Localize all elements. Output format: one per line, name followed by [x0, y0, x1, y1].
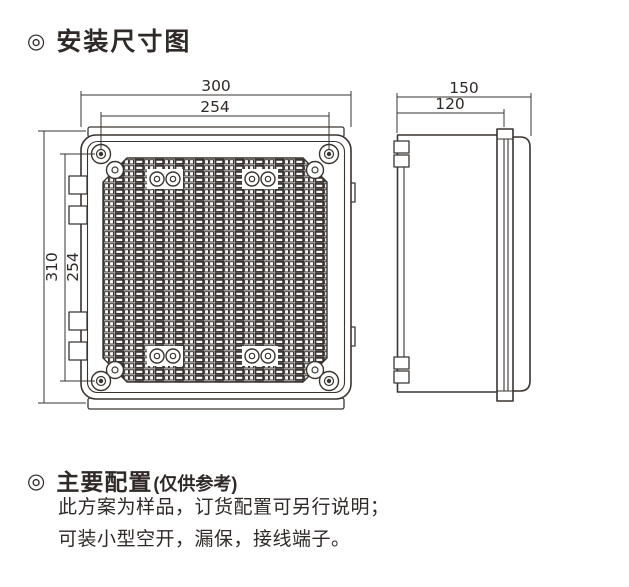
title-section: ◎ 安装尺寸图 [27, 22, 191, 58]
dim-mount-hole-width: 254 [200, 98, 230, 116]
page-title: 安装尺寸图 [56, 28, 192, 56]
front-hinge-clip [68, 311, 88, 331]
front-hinge-clip [68, 175, 88, 195]
side-dimensions: 150 120 [396, 79, 532, 136]
side-body-outline [396, 134, 505, 393]
plate-corner-holes [105, 160, 325, 380]
side-door-cover [513, 136, 531, 392]
side-hinge-block [393, 154, 410, 168]
dim-outer-width: 300 [201, 77, 231, 95]
front-dimensions: 300 254 310 254 [38, 77, 352, 404]
plate-hole-pairs [149, 171, 276, 364]
section-bullet-icon: ◎ [27, 469, 46, 493]
section-bullet-icon: ◎ [27, 29, 46, 53]
config-section-heading: ◎ 主要配置 (仅供参考) [27, 463, 237, 497]
side-hinge-block [393, 370, 410, 384]
corner-mounting-screws [90, 143, 340, 392]
front-hinge-clip [68, 205, 88, 225]
front-view: 300 254 310 254 [38, 77, 356, 410]
config-line: 此方案为样品，订货配置可另行说明； [58, 497, 390, 518]
config-description: 此方案为样品，订货配置可另行说明； 可装小型空开，漏保，接线端子。 [58, 495, 390, 559]
front-hinge-clip [68, 341, 88, 361]
mounting-plate-grid [102, 157, 328, 383]
side-hinge-block [393, 356, 410, 370]
dim-outer-height: 310 [43, 252, 61, 282]
dim-mount-hole-height: 254 [64, 252, 82, 282]
dim-overall-depth: 150 [449, 79, 479, 97]
dim-body-depth: 120 [435, 95, 465, 113]
side-flange-strip [496, 128, 514, 402]
config-heading-note: (仅供参考) [153, 474, 238, 494]
side-flange-lines [497, 138, 513, 392]
side-hinge-block [393, 140, 410, 154]
config-line: 可装小型空开，漏保，接线端子。 [58, 529, 351, 550]
side-view: 150 120 [393, 79, 532, 402]
config-heading: 主要配置 [56, 469, 153, 495]
front-enclosure-inner-line [86, 140, 346, 394]
